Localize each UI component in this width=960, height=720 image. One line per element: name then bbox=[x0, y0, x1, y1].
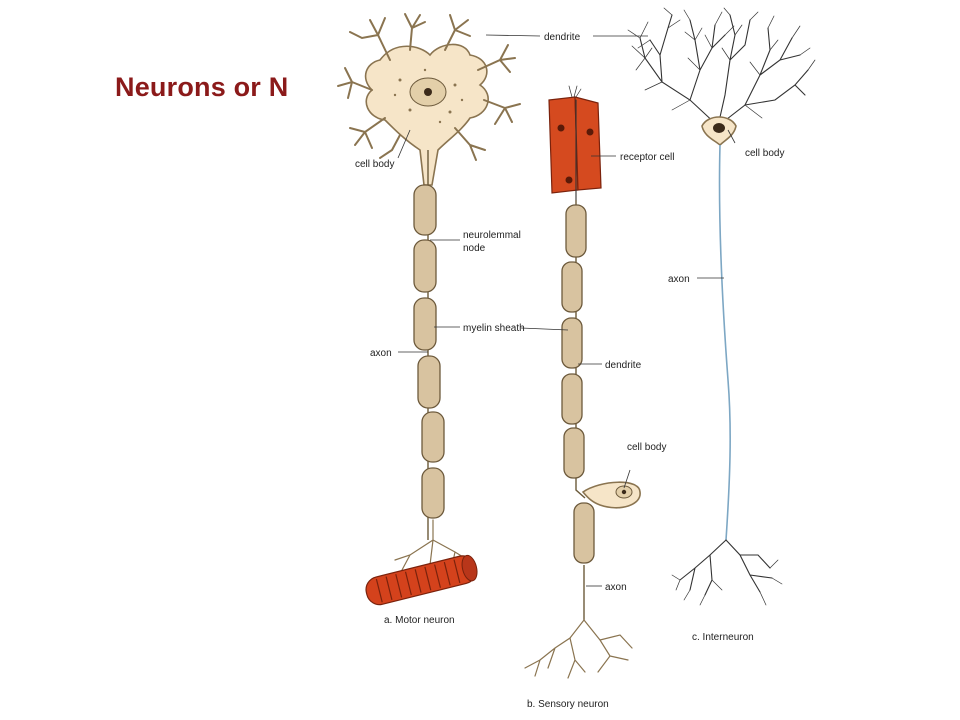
slide-title: Neurons or N bbox=[115, 72, 289, 102]
leader-lines bbox=[397, 34, 736, 587]
label-dendrite-sensory: dendrite bbox=[605, 360, 642, 371]
label-axon-interneuron: axon bbox=[668, 274, 690, 285]
interneuron bbox=[627, 7, 816, 606]
label-myelin-sheath: myelin sheath bbox=[463, 323, 525, 334]
label-receptor-cell: receptor cell bbox=[620, 152, 674, 163]
sensory-neuron-receptor-cell bbox=[548, 85, 602, 201]
label-cell-body-motor: cell body bbox=[355, 159, 394, 170]
motor-neuron-cell-body bbox=[337, 13, 521, 186]
label-cell-body-interneuron: cell body bbox=[745, 148, 784, 159]
label-cell-body-sensory: cell body bbox=[627, 442, 666, 453]
label-neurolemmal-node-1: neurolemmal bbox=[463, 230, 521, 241]
caption-motor-neuron: a. Motor neuron bbox=[384, 615, 455, 626]
motor-neuron-muscle-fiber bbox=[365, 554, 478, 606]
label-axon-motor: axon bbox=[370, 348, 392, 359]
sensory-neuron-myelin-sheath bbox=[561, 204, 595, 564]
sensory-neuron-cell-body bbox=[581, 481, 641, 509]
label-axon-sensory: axon bbox=[605, 582, 627, 593]
caption-sensory-neuron: b. Sensory neuron bbox=[527, 699, 609, 710]
interneuron-axon-terminals bbox=[679, 539, 773, 596]
sensory-neuron-axon-terminals bbox=[524, 619, 633, 679]
diagram-captions: a. Motor neuron b. Sensory neuron c. Int… bbox=[384, 615, 754, 710]
motor-neuron bbox=[337, 13, 521, 606]
label-dendrite: dendrite bbox=[544, 32, 581, 43]
sensory-neuron bbox=[524, 85, 641, 679]
interneuron-axon bbox=[718, 144, 731, 541]
label-neurolemmal-node-2: node bbox=[463, 243, 486, 254]
interneuron-cell-body bbox=[701, 116, 737, 147]
caption-interneuron: c. Interneuron bbox=[692, 632, 754, 643]
interneuron-dendritic-tree bbox=[627, 7, 816, 127]
motor-neuron-myelin-sheath bbox=[413, 184, 445, 519]
diagram-labels: dendrite cell body receptor cell cell bo… bbox=[355, 32, 784, 593]
